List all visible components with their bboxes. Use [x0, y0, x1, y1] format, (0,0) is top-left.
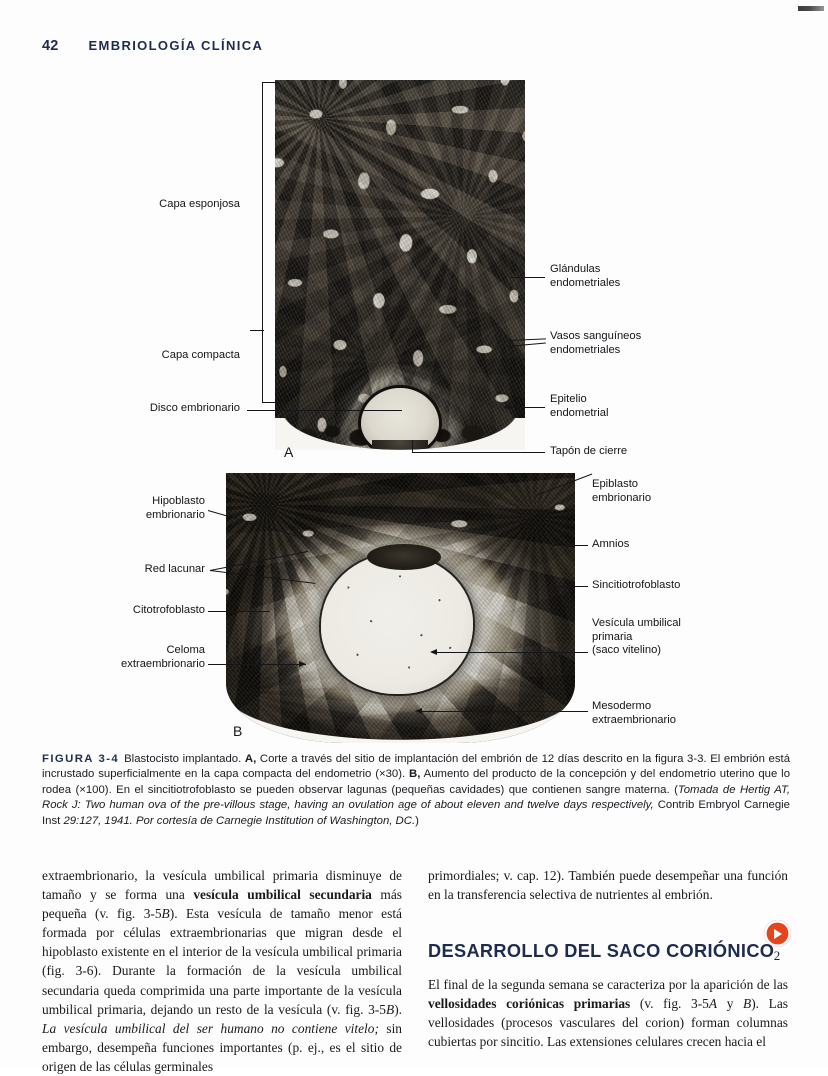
running-head: 42 EMBRIOLOGÍA CLÍNICA: [42, 38, 263, 54]
caption-source-plain: Contrib Embryol Carnegie Inst: [42, 799, 790, 827]
caption-part-3: Aumento del producto de la concepción y …: [42, 768, 791, 796]
p3-term-vellosidades-primarias: vellosidades coriónicas primarias: [428, 996, 631, 1012]
figure-caption: FIGURA 3-4 Blastocisto implantado. A, Cor…: [42, 752, 790, 829]
p1-emphasis-vitelo: La vesícula umbilical del ser humano no …: [42, 1020, 379, 1036]
panel-a-paper-mask: [275, 418, 525, 450]
label-tapon-de-cierre: Tapón de cierre: [550, 445, 628, 457]
leader-tapon-riser: [412, 440, 413, 453]
p3-segment-d: ). Las vellosidades (procesos vasculares…: [428, 996, 788, 1050]
leader-glandulas-endometriales: [509, 277, 545, 278]
p3-ref-italic-b: B: [743, 996, 752, 1012]
caption-part-1: Blastocisto implantado.: [124, 753, 245, 765]
paragraph-vellosidades: El final de la segunda semana se caracte…: [428, 975, 788, 1051]
caption-source-close: ): [415, 814, 419, 827]
label-epitelio-endometrial: Epitelio endometrial: [550, 393, 609, 419]
play-circle-icon[interactable]: [763, 920, 791, 947]
layer-bracket-spine: [262, 82, 263, 402]
caption-bold-b: B,: [409, 768, 421, 781]
label-glandulas-endometriales: Glándulas endometriales: [550, 263, 621, 289]
label-disco-embrionario: Disco embrionario: [149, 402, 240, 414]
p3-segment-c: y: [717, 996, 744, 1012]
label-red-lacunar: Red lacunar: [144, 563, 205, 575]
leader-epitelio-endometrial: [509, 407, 545, 408]
label-mesodermo-extraembrionario: Mesodermo extraembrionario: [592, 700, 676, 726]
animation-cue-number: 2: [773, 948, 781, 963]
layer-bracket-top-tick: [262, 82, 278, 83]
p1-term-vesicula-secundaria: vesícula umbilical secundaria: [193, 887, 372, 903]
leader-mesodermo-extraembrionario: [420, 711, 588, 712]
p1-ref-italic-2: B: [386, 1001, 395, 1017]
label-celoma-extraembrionario: Celoma extraembrionario: [121, 644, 205, 670]
micrograph-panel-a: [275, 80, 525, 450]
p3-ref-italic-a: A: [708, 996, 718, 1012]
page-number: 42: [42, 38, 59, 54]
label-vasos-sanguineos-endometriales: Vasos sanguíneos endometriales: [550, 330, 642, 356]
arrow-epitelio-endometrial: [503, 404, 510, 410]
label-capa-esponjosa: Capa esponjosa: [159, 198, 240, 210]
p1-segment-d: ).: [394, 1001, 402, 1017]
leader-sincitiotrofoblasto: [552, 586, 588, 587]
arrow-celoma-extraembrionario: [299, 661, 306, 667]
animation-cue[interactable]: 2: [758, 920, 796, 964]
p1-ref-italic-1: B: [161, 906, 170, 922]
leader-citotrofoblasto: [208, 611, 270, 612]
caption-figure-number: FIGURA 3-4: [42, 753, 120, 765]
leader-celoma-extraembrionario: [208, 664, 306, 665]
leader-disco-embrionario: [247, 410, 402, 411]
label-sincitiotrofoblasto: Sincitiotrofoblasto: [592, 579, 681, 591]
caption-source-italic-2: 29:127, 1941. Por cortesía de Carnegie I…: [63, 814, 416, 827]
label-amnios: Amnios: [592, 538, 630, 550]
leader-tapon-de-cierre: [412, 452, 545, 453]
leader-vesicula-umbilical-primaria: [435, 652, 588, 653]
arrow-mesodermo-extraembrionario: [415, 708, 422, 714]
layer-bracket-mid-tick: [250, 330, 264, 331]
amniotic-cavity-region: [366, 543, 441, 570]
layer-bracket-bottom-tick: [262, 402, 278, 403]
label-citotrofoblasto: Citotrofoblasto: [132, 604, 205, 616]
panel-a-letter: A: [284, 444, 294, 460]
caption-source-italic: Tomada de Hertig AT, Rock J: Two human o…: [42, 783, 790, 812]
p1-segment-b: más pequeña (v. fig. 3-5: [42, 887, 402, 922]
paragraph-primordiales: primordiales; v. cap. 12). También puede…: [428, 868, 788, 903]
figure-3-4: Capa esponjosa Capa compacta Disco embri…: [121, 80, 681, 743]
arrow-vesicula-umbilical-primaria: [430, 649, 437, 655]
p3-segment-a: El final de la segunda semana se caracte…: [428, 977, 788, 993]
primary-umbilical-vesicle-region: [321, 554, 473, 695]
page-edge-mark: [798, 6, 824, 11]
section-heading-desarrollo-saco-corionico: DESARROLLO DEL SACO CORIÓNICO: [428, 941, 775, 962]
caption-part-2: Corte a través del sitio de implantación…: [42, 753, 791, 781]
leader-vasos-sanguineos-a: [506, 338, 546, 341]
book-title: EMBRIOLOGÍA CLÍNICA: [88, 38, 264, 53]
leader-amnios: [552, 545, 588, 546]
label-hipoblasto-embrionario: Hipoblasto embrionario: [145, 495, 205, 521]
p1-segment-c: ). Esta vesícula de tamaño menor está fo…: [42, 906, 402, 1017]
p3-segment-b: (v. fig. 3-5: [630, 996, 709, 1012]
micrograph-panel-b: [226, 473, 575, 743]
body-column-left: extraembrionario, la vesícula umbilical …: [42, 866, 402, 1076]
p1-segment-a: extraembrionario, la vesícula umbilical …: [42, 868, 402, 903]
panel-b-paper-mask: [226, 704, 575, 743]
body-column-right: primordiales; v. cap. 12). También puede…: [428, 866, 788, 1052]
label-vesicula-umbilical-primaria: Vesícula umbilical primaria (saco viteli…: [592, 617, 681, 657]
label-capa-compacta: Capa compacta: [161, 349, 240, 361]
panel-b-letter: B: [233, 723, 243, 739]
paragraph-continued: extraembrionario, la vesícula umbilical …: [42, 866, 402, 1076]
caption-bold-a: A,: [244, 753, 257, 765]
label-epiblasto-embrionario: Epiblasto embrionario: [592, 478, 652, 504]
